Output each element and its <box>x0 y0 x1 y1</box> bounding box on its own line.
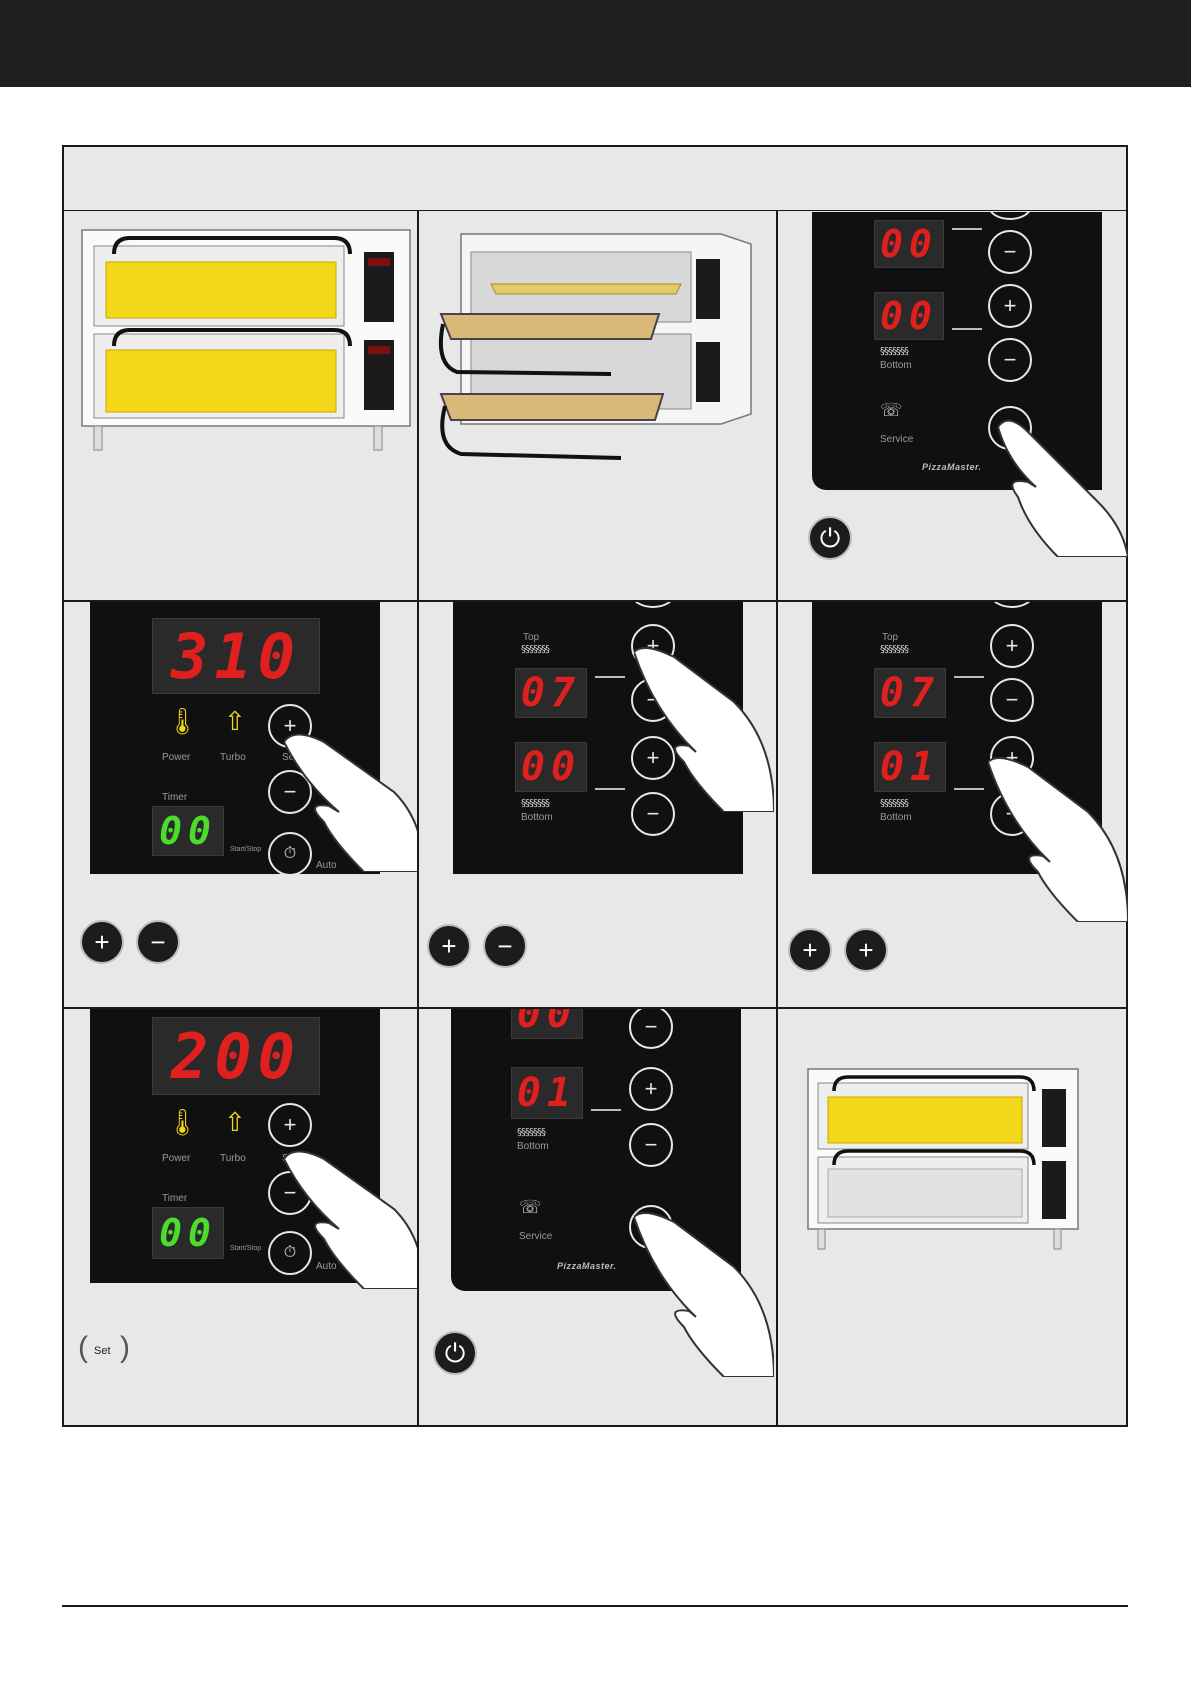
bottom-heat-icon: §§§§§§§ <box>880 798 908 809</box>
top-heat-display: 07 <box>515 668 587 718</box>
power-thermometer-icon: 🌡 <box>166 1107 199 1138</box>
minus-button[interactable]: − <box>990 678 1034 722</box>
step-6-cell: Top §§§§§§§ + 07 − 01 + §§§§§§§ Bottom −… <box>778 602 1128 1007</box>
bottom-heat-display: 01 <box>511 1067 583 1119</box>
oven-front-illustration <box>804 1065 1084 1265</box>
header-bar <box>0 0 1191 87</box>
bottom-heat-icon: §§§§§§§ <box>521 798 549 809</box>
set-icon-label: Set <box>94 1345 111 1357</box>
connector-line <box>595 676 625 678</box>
set-icon-open: ( <box>78 1331 88 1365</box>
step-5-cell: Top §§§§§§§ + 07 − 00 + §§§§§§§ Bottom −… <box>419 602 776 1007</box>
bottom-heat-display: 00 <box>515 742 587 792</box>
connector-line <box>591 1109 621 1111</box>
footer-rule <box>62 1605 1128 1607</box>
top-heat-icon: §§§§§§§ <box>880 644 908 655</box>
service-label: Service <box>519 1231 552 1242</box>
startstop-label: Start/Stop <box>230 1245 261 1252</box>
connector-line <box>952 228 982 230</box>
connector-line <box>595 788 625 790</box>
step-7-cell: 200 🌡 Power ⇧ Turbo + Set − Timer 00 Sta… <box>64 1009 417 1427</box>
step-3-cell: 00 − 00 + §§§§§§§ Bottom − ☏ Service ⏻ P… <box>778 212 1128 600</box>
minus-icon: − <box>136 920 180 964</box>
bottom-heat-icon: §§§§§§§ <box>517 1127 545 1138</box>
service-label: Service <box>880 434 913 445</box>
top-label: Top <box>882 632 898 643</box>
service-icon: ☏ <box>880 400 903 421</box>
power-thermometer-icon: 🌡 <box>166 706 199 737</box>
step-9-cell <box>778 1009 1128 1427</box>
plus-icon: + <box>788 928 832 972</box>
top-heat-display: 00 <box>874 220 944 268</box>
step-8-cell: 00 − 01 + §§§§§§§ Bottom − ☏ Service ⏻ P… <box>419 1009 776 1427</box>
hand-icon <box>988 752 1128 922</box>
plus-button[interactable]: + <box>629 1067 673 1111</box>
table-header <box>64 147 1126 211</box>
connector-line <box>952 328 982 330</box>
minus-button[interactable]: − <box>629 1009 673 1049</box>
temperature-display: 310 <box>152 618 320 694</box>
timer-display: 00 <box>152 1207 224 1259</box>
minus-button[interactable] <box>990 602 1034 608</box>
bottom-label: Bottom <box>880 812 912 823</box>
plus-icon: + <box>427 924 471 968</box>
hand-icon <box>988 407 1128 557</box>
plus-icon: + <box>80 920 124 964</box>
minus-button[interactable]: − <box>988 230 1032 274</box>
minus-button[interactable] <box>631 602 675 608</box>
oven-front-illustration <box>74 222 417 462</box>
turbo-arrow-icon: ⇧ <box>224 706 246 737</box>
brand-logo: PizzaMaster. <box>557 1261 617 1271</box>
step-2-cell <box>419 212 776 600</box>
bottom-label: Bottom <box>880 360 912 371</box>
bottom-label: Bottom <box>517 1141 549 1152</box>
startstop-label: Start/Stop <box>230 846 261 853</box>
bottom-heat-display: 01 <box>874 742 946 792</box>
minus-button[interactable]: − <box>988 338 1032 382</box>
turbo-label: Turbo <box>220 1153 246 1164</box>
oven-open-illustration <box>431 224 761 479</box>
instruction-table: 00 − 00 + §§§§§§§ Bottom − ☏ Service ⏻ P… <box>62 145 1128 1427</box>
plus-button[interactable] <box>988 212 1032 220</box>
set-icon-close: ) <box>120 1331 130 1365</box>
top-label: Top <box>523 632 539 643</box>
minus-icon: − <box>483 924 527 968</box>
plus-button[interactable]: + <box>988 284 1032 328</box>
connector-line <box>954 676 984 678</box>
plus-button[interactable]: + <box>990 624 1034 668</box>
plus-icon: + <box>844 928 888 972</box>
minus-button[interactable]: − <box>629 1123 673 1167</box>
bottom-heat-icon: §§§§§§§ <box>880 346 908 357</box>
turbo-arrow-icon: ⇧ <box>224 1107 246 1138</box>
hand-icon <box>634 642 774 812</box>
bottom-label: Bottom <box>521 812 553 823</box>
power-label: Power <box>162 1153 190 1164</box>
turbo-label: Turbo <box>220 752 246 763</box>
service-icon: ☏ <box>519 1197 542 1218</box>
top-heat-display: 07 <box>874 668 946 718</box>
step-1-cell <box>64 212 417 600</box>
timer-label: Timer <box>162 1193 187 1204</box>
step-4-cell: 310 🌡 Power ⇧ Turbo + Set − Timer 00 Sta… <box>64 602 417 1007</box>
temperature-display: 200 <box>152 1017 320 1095</box>
power-icon: ⏻ <box>433 1331 477 1375</box>
top-heat-display: 00 <box>511 1009 583 1039</box>
hand-icon <box>284 1139 417 1289</box>
power-label: Power <box>162 752 190 763</box>
power-icon: ⏻ <box>808 516 852 560</box>
connector-line <box>954 788 984 790</box>
timer-display: 00 <box>152 806 224 856</box>
top-heat-icon: §§§§§§§ <box>521 644 549 655</box>
brand-logo: PizzaMaster. <box>922 462 982 472</box>
hand-icon <box>284 722 417 872</box>
hand-icon <box>634 1207 774 1377</box>
timer-label: Timer <box>162 792 187 803</box>
bottom-heat-display: 00 <box>874 292 944 340</box>
